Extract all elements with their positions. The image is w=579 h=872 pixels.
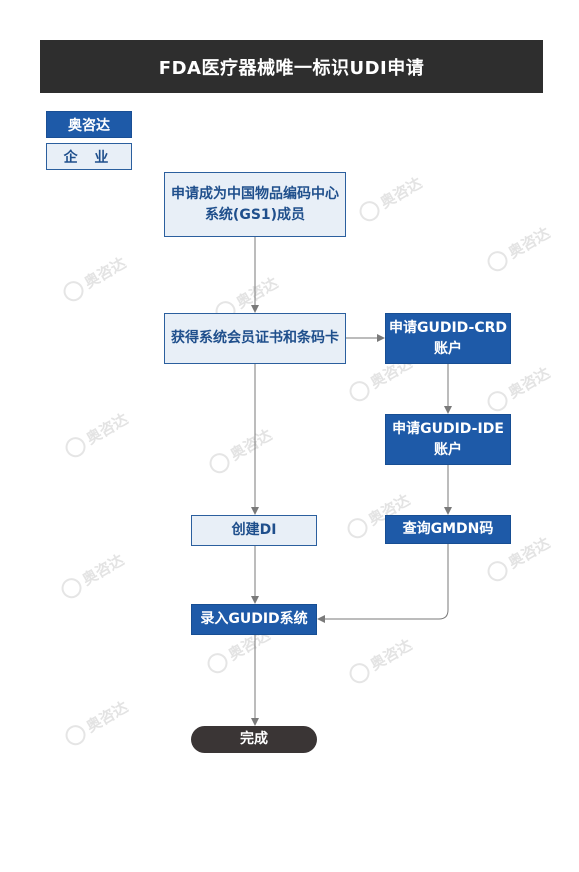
node-get-certificate: 获得系统会员证书和条码卡 [164, 313, 346, 364]
node-query-gmdn: 查询GMDN码 [385, 515, 511, 544]
node-apply-gudid-crd: 申请GUDID-CRD账户 [385, 313, 511, 364]
brand-tag: 奥咨达 [46, 111, 132, 138]
node-create-di: 创建DI [191, 515, 317, 546]
page-title: FDA医疗器械唯一标识UDI申请 [40, 40, 543, 93]
node-apply-gudid-ide: 申请GUDID-IDE账户 [385, 414, 511, 465]
node-enter-gudid: 录入GUDID系统 [191, 604, 317, 635]
node-done: 完成 [191, 726, 317, 753]
node-apply-gs1-member: 申请成为中国物品编码中心系统(GS1)成员 [164, 172, 346, 237]
connector-gmdn-to-gudid [317, 544, 449, 623]
company-tag: 企 业 [46, 143, 132, 170]
